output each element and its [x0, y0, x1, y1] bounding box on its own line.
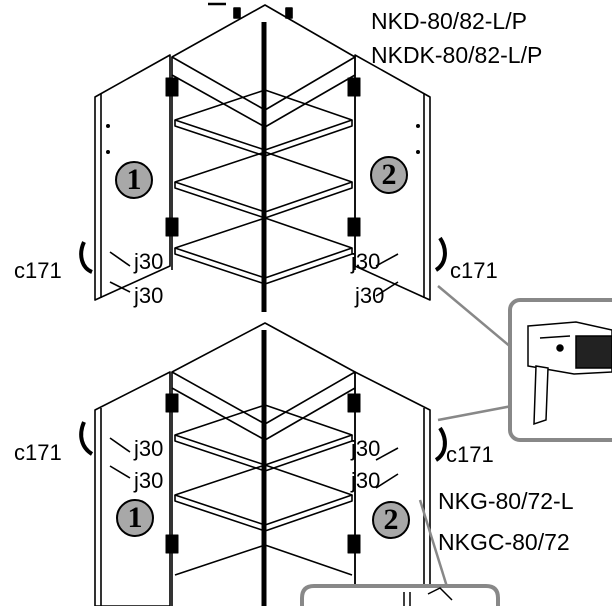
hinge-screw-label: j30 — [134, 468, 164, 493]
handle-part-label: c171 — [14, 440, 62, 465]
hinge-screw-label: j30 — [351, 436, 381, 461]
hinge-screw-label: j30 — [134, 249, 164, 274]
step-2-badge: 2 — [372, 501, 410, 539]
hinge-screw-label: j30 — [351, 468, 381, 493]
screwdriver-callout — [300, 584, 500, 606]
hinge-screw-label: j30 — [351, 249, 381, 274]
hinge-screw-label: j30 — [134, 436, 164, 461]
handle-part-label: c171 — [446, 442, 494, 467]
model-label: NKD-80/82-L/P — [371, 8, 527, 34]
handle-part-label: c171 — [450, 258, 498, 283]
handle-part-label: c171 — [14, 258, 62, 283]
model-label: NKDK-80/82-L/P — [371, 42, 543, 68]
drill-callout — [508, 298, 612, 442]
screwdriver-icon — [403, 587, 453, 606]
step-1-badge: 1 — [115, 161, 153, 199]
model-label: NKG-80/72-L — [438, 488, 574, 514]
drill-icon — [527, 321, 612, 426]
hinge-screw-label: j30 — [355, 283, 385, 308]
model-label: NKGC-80/72 — [438, 529, 570, 555]
step-2-badge: 2 — [370, 156, 408, 194]
step-1-badge: 1 — [116, 499, 154, 537]
hinge-screw-label: j30 — [134, 283, 164, 308]
